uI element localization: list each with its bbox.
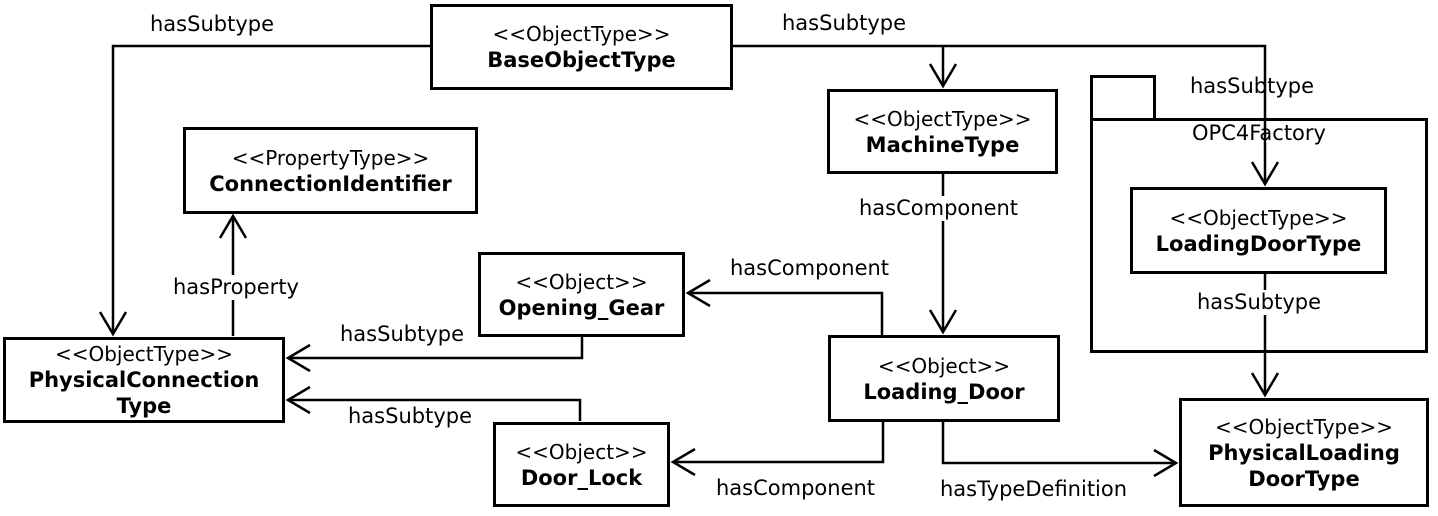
node-stereotype: <<ObjectType>> bbox=[1214, 414, 1394, 439]
edge-label-hasproperty: hasProperty bbox=[170, 275, 302, 300]
edge-label-hascomponent-openinggear: hasComponent bbox=[730, 256, 890, 280]
node-name: PhysicalConnection Type bbox=[28, 368, 260, 418]
node-loading-door: <<Object>> Loading_Door bbox=[828, 335, 1060, 422]
node-door-lock: <<Object>> Door_Lock bbox=[493, 422, 670, 507]
edge-hastypedefinition-loadingdoor-physicalloadingdoortype bbox=[941, 421, 1179, 478]
edge-hascomponent-loadingdoor-doorlock bbox=[670, 421, 885, 477]
edge-label-hassubtype-doorlock: hasSubtype bbox=[348, 404, 473, 428]
node-name: Door_Lock bbox=[520, 465, 643, 490]
package-tab bbox=[1090, 75, 1156, 121]
edge-hascomponent-loadingdoor-openinggear bbox=[685, 278, 884, 336]
node-machine-type: <<ObjectType>> MachineType bbox=[827, 89, 1058, 174]
edge-hassubtype-doorlock-physicalconnectiontype bbox=[285, 385, 582, 421]
node-name: Opening_Gear bbox=[498, 295, 665, 320]
node-name: MachineType bbox=[865, 132, 1020, 157]
package-name: OPC4Factory bbox=[1192, 121, 1326, 145]
edge-hassubtype-openinggear-physicalconnectiontype bbox=[285, 336, 584, 373]
node-name: BaseObjectType bbox=[487, 48, 676, 72]
node-name: ConnectionIdentifier bbox=[209, 171, 452, 196]
node-physical-loading-door-type: <<ObjectType>> PhysicalLoading DoorType bbox=[1179, 398, 1429, 507]
node-stereotype: <<ObjectType>> bbox=[853, 106, 1032, 131]
node-stereotype: <<Object>> bbox=[877, 353, 1011, 378]
node-name: LoadingDoorType bbox=[1155, 231, 1362, 256]
node-stereotype: <<Object>> bbox=[515, 269, 648, 294]
edge-label-hastypedefinition: hasTypeDefinition bbox=[940, 477, 1128, 501]
node-stereotype: <<ObjectType>> bbox=[54, 342, 234, 366]
edge-label-hassubtype-left: hasSubtype bbox=[150, 12, 275, 36]
edge-hassubtype-baseobjecttype-physicalconnectiontype bbox=[98, 44, 430, 337]
node-base-object-type: <<ObjectType>> BaseObjectType bbox=[430, 4, 733, 90]
node-stereotype: <<Object>> bbox=[515, 439, 648, 464]
edge-label-hassubtype-package: hasSubtype bbox=[1190, 74, 1315, 98]
edge-hassubtype-baseobjecttype-loadingdoortype bbox=[733, 44, 1280, 187]
node-stereotype: <<ObjectType>> bbox=[1169, 205, 1348, 230]
node-stereotype: <<ObjectType>> bbox=[492, 22, 671, 46]
edge-label-hassubtype-machinetype: hasSubtype bbox=[782, 11, 907, 35]
edge-label-hascomponent-doorlock: hasComponent bbox=[716, 476, 876, 500]
node-name: Loading_Door bbox=[863, 379, 1025, 404]
node-loading-door-type: <<ObjectType>> LoadingDoorType bbox=[1130, 187, 1387, 274]
node-stereotype: <<PropertyType>> bbox=[231, 145, 430, 170]
edge-label-hassubtype-loadingdoortype: hasSubtype bbox=[1194, 290, 1325, 315]
edge-label-hassubtype-openinggear: hasSubtype bbox=[340, 322, 465, 346]
node-connection-identifier: <<PropertyType>> ConnectionIdentifier bbox=[183, 127, 478, 214]
node-opening-gear: <<Object>> Opening_Gear bbox=[478, 252, 685, 337]
node-name: PhysicalLoading DoorType bbox=[1208, 440, 1400, 491]
edge-label-hascomponent-machine: hasComponent bbox=[856, 196, 1022, 221]
node-physical-connection-type: <<ObjectType>> PhysicalConnection Type bbox=[3, 337, 285, 423]
